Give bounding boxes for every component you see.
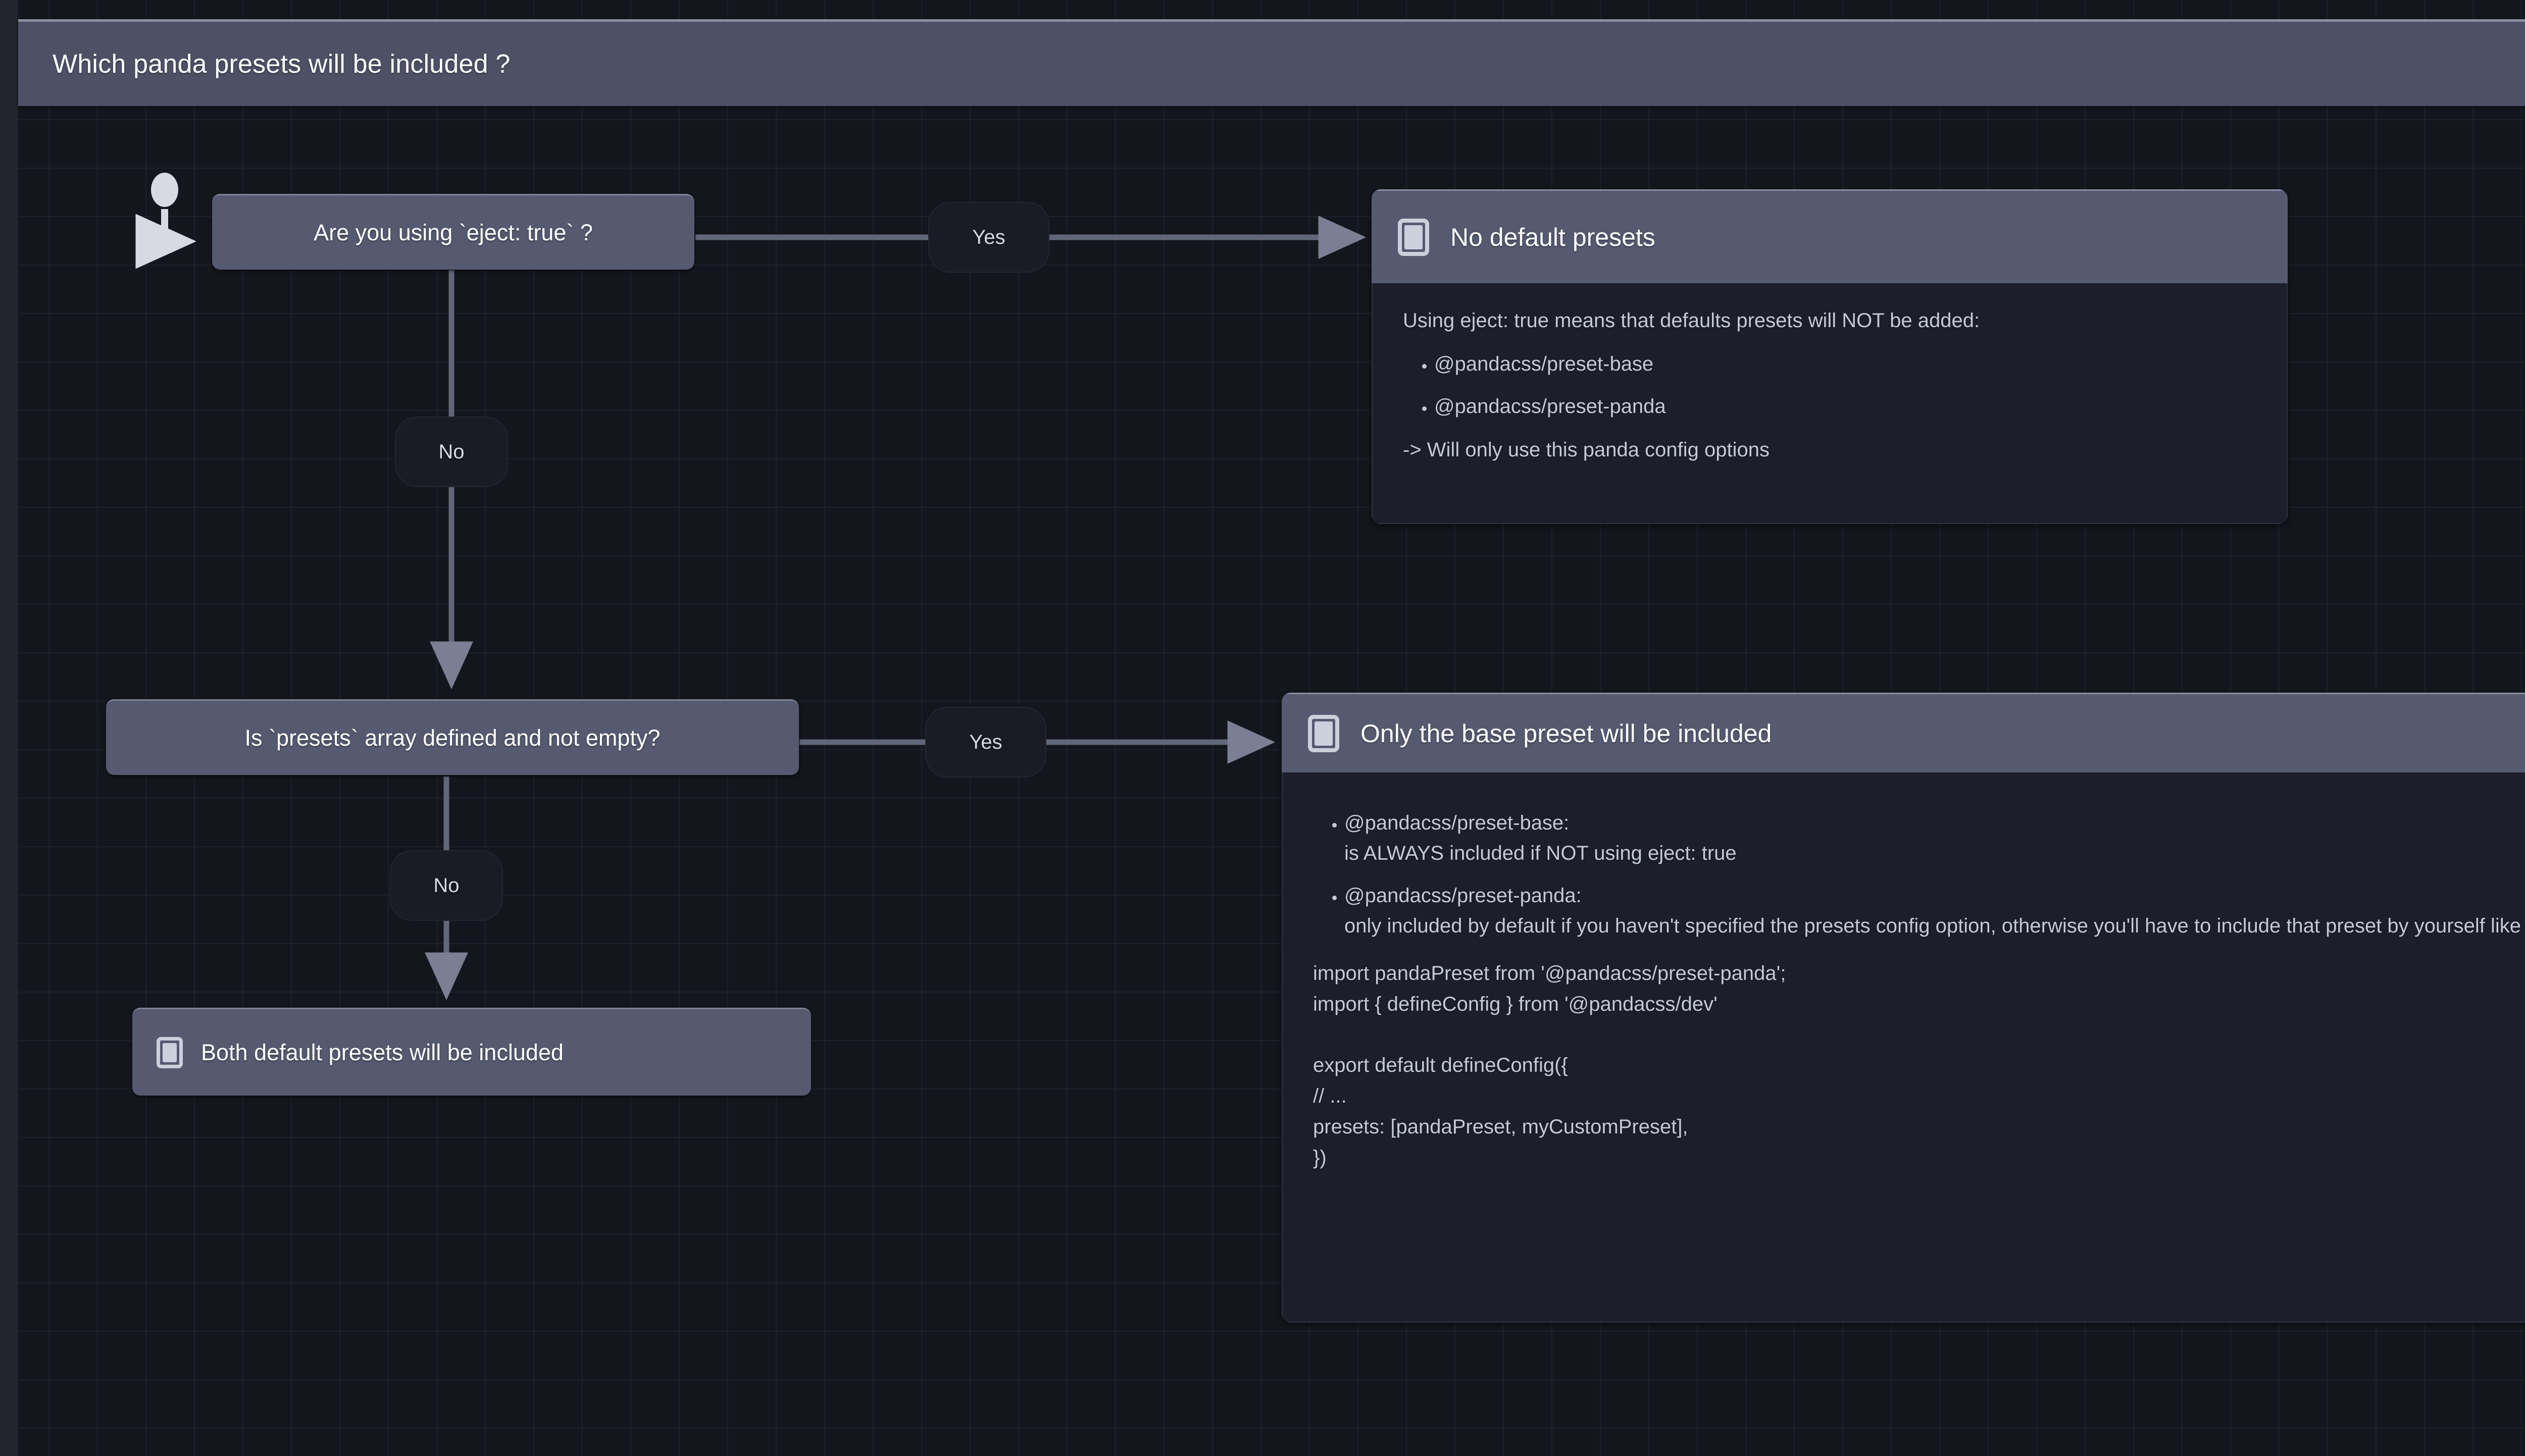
card-title: No default presets (1450, 223, 1655, 251)
list-item: @pandacss/preset-panda: only included by… (1344, 880, 2525, 941)
list-item-term: @pandacss/preset-base: (1344, 812, 1570, 834)
list-item: @pandacss/preset-base: is ALWAYS include… (1344, 808, 2525, 868)
list-item: @pandacss/preset-panda (1434, 391, 2256, 422)
code-block: import pandaPreset from '@pandacss/prese… (1313, 962, 1786, 1169)
edge-label-text: No (438, 440, 465, 463)
decision-node-eject[interactable]: Are you using `eject: true` ? (212, 194, 694, 270)
list-item-detail: is ALWAYS included if NOT using eject: t… (1344, 842, 1737, 864)
page-title: Which panda presets will be included ? (53, 49, 511, 79)
note-square-icon (157, 1036, 183, 1068)
card-outro-text: -> Will only use this panda config optio… (1403, 439, 1770, 461)
flowchart-title-bar: Which panda presets will be included ? (18, 19, 2525, 106)
list-item-term: @pandacss/preset-panda: (1344, 885, 1582, 907)
card-header: Only the base preset will be included (1282, 693, 2525, 772)
edge-label-text: Yes (969, 731, 1002, 753)
card-bullet-list: @pandacss/preset-base @pandacss/preset-p… (1403, 349, 2256, 422)
edge-label-yes-presets: Yes (925, 707, 1046, 777)
card-title: Only the base preset will be included (1360, 719, 1772, 748)
decision-node-label: Are you using `eject: true` ? (314, 219, 593, 245)
decision-node-presets-array[interactable]: Is `presets` array defined and not empty… (106, 699, 799, 775)
note-square-icon (1398, 218, 1429, 256)
result-node-both-presets[interactable]: Both default presets will be included (132, 1008, 811, 1096)
result-node-label: Both default presets will be included (201, 1039, 564, 1065)
decision-node-label: Is `presets` array defined and not empty… (244, 724, 661, 751)
list-item-detail: only included by default if you haven't … (1344, 915, 2525, 937)
edge-label-text: No (433, 874, 460, 897)
edge-label-text: Yes (972, 226, 1005, 248)
card-only-base-preset[interactable]: Only the base preset will be included @p… (1282, 693, 2525, 1323)
list-item: @pandacss/preset-base (1434, 349, 2256, 379)
note-square-icon (1308, 714, 1339, 752)
card-bullet-list: @pandacss/preset-base: is ALWAYS include… (1313, 808, 2525, 941)
card-header: No default presets (1372, 189, 2288, 283)
card-body: Using eject: true means that defaults pr… (1372, 283, 2288, 524)
card-intro-text: Using eject: true means that defaults pr… (1403, 309, 1980, 332)
edge-label-no-presets: No (390, 850, 503, 921)
edge-label-yes-eject: Yes (928, 202, 1049, 273)
edge-label-no-eject: No (395, 417, 508, 487)
card-body: @pandacss/preset-base: is ALWAYS include… (1282, 772, 2525, 1323)
card-no-default-presets[interactable]: No default presets Using eject: true mea… (1372, 189, 2288, 524)
